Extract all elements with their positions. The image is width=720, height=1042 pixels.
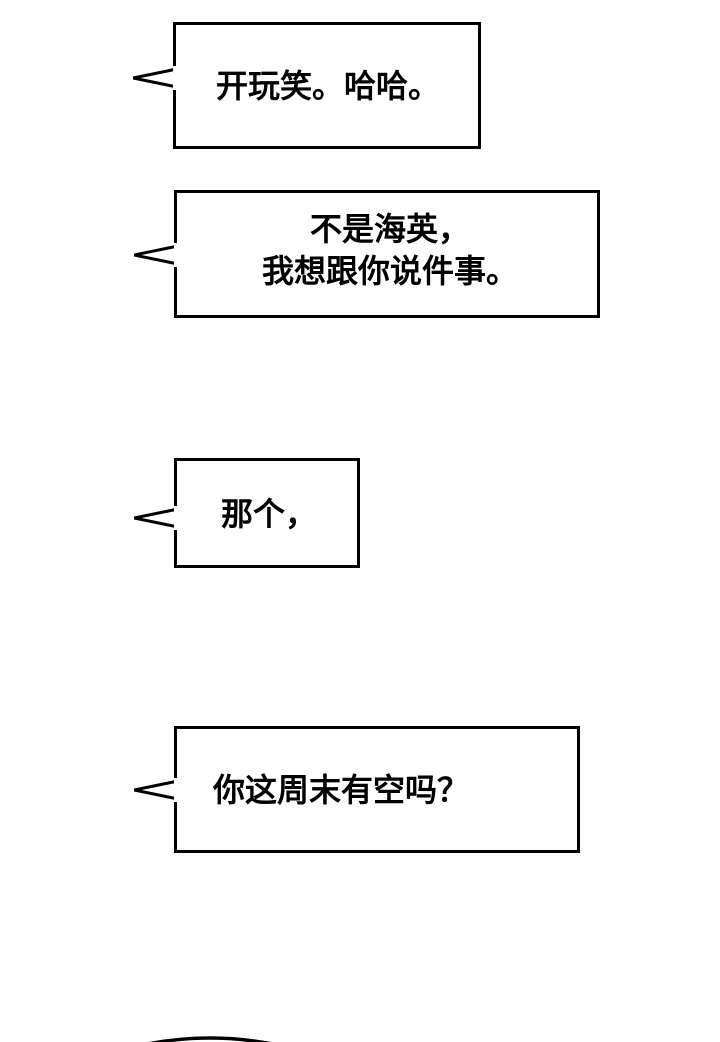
speech-bubble-2-text: 不是海英， 我想跟你说件事。: [261, 211, 518, 289]
speech-bubble-1: 开玩笑。哈哈。: [173, 22, 481, 149]
speech-bubble-3-text: 那个，: [221, 496, 318, 532]
partial-speech-bubble-top: [80, 1000, 340, 1042]
speech-bubble-1-text: 开玩笑。哈哈。: [216, 68, 441, 104]
speech-bubble-4-text: 你这周末有空吗？: [213, 772, 470, 808]
speech-bubble-2: 不是海英， 我想跟你说件事。: [174, 190, 600, 318]
speech-bubble-4: 你这周末有空吗？: [174, 726, 580, 853]
speech-bubble-3: 那个，: [174, 458, 360, 568]
